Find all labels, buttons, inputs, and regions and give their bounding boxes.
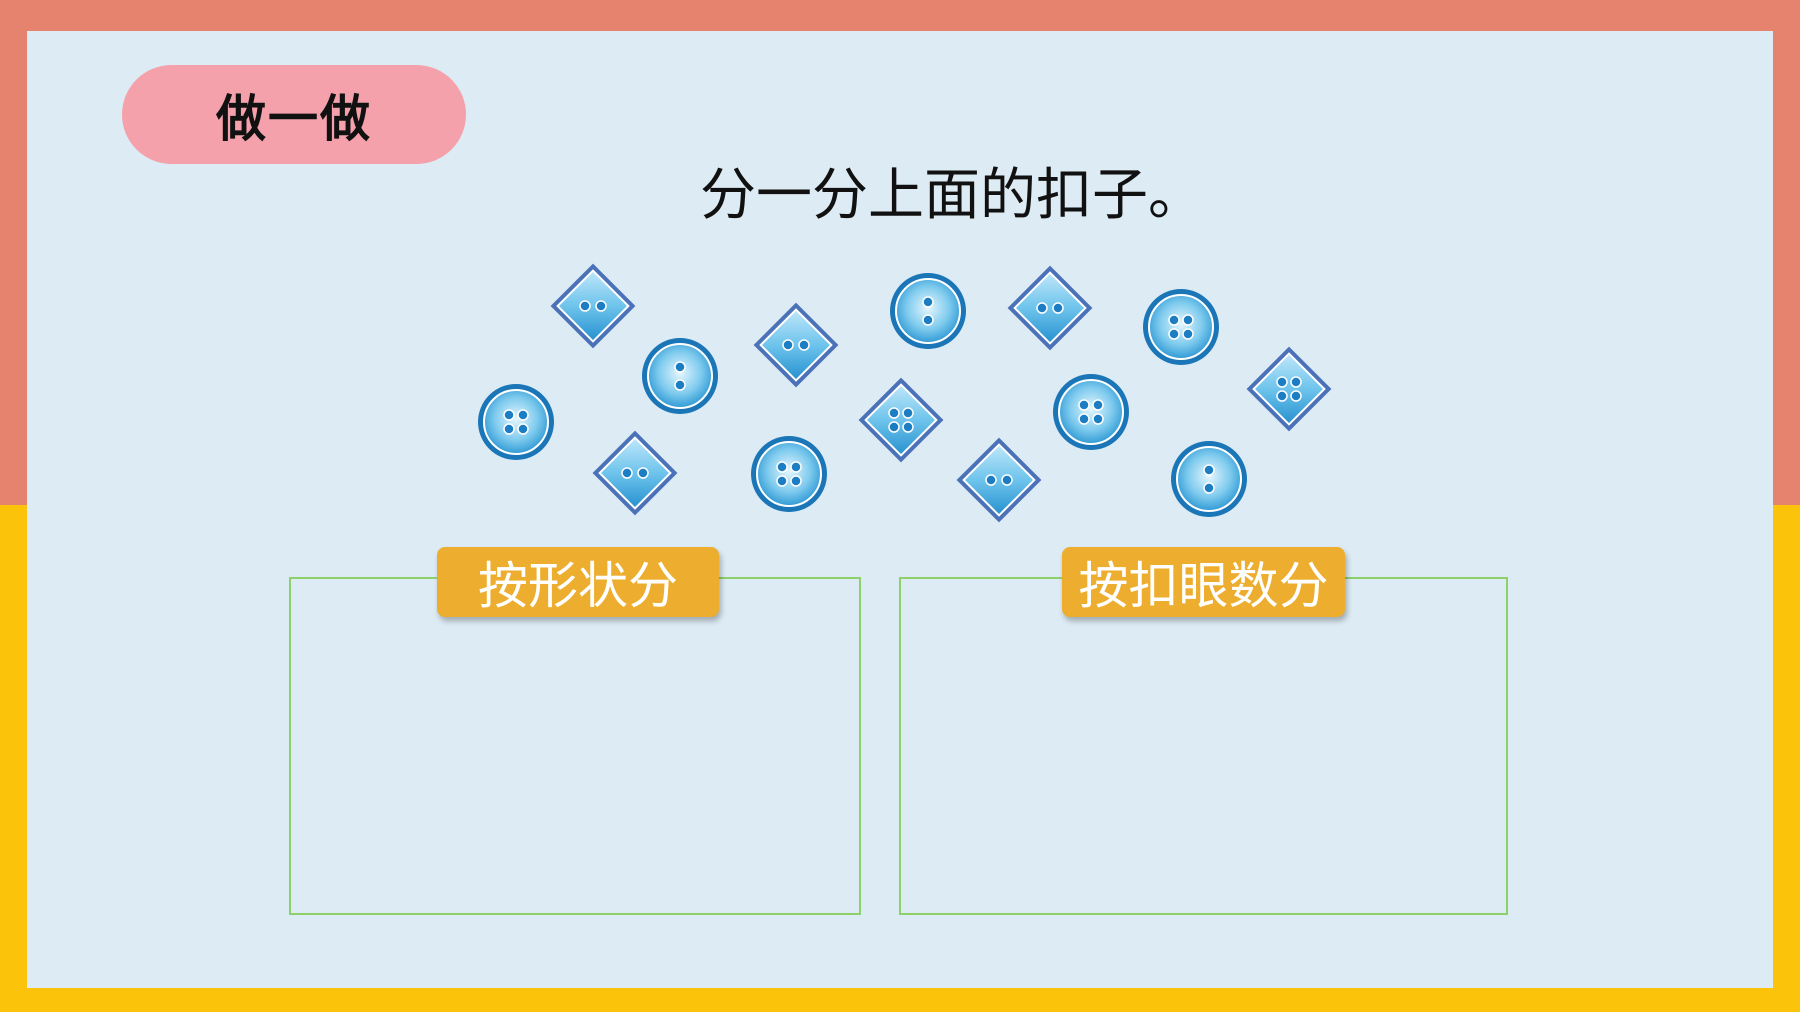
square-button-icon[interactable] (956, 437, 1042, 523)
sort-by-holes-label: 按扣眼数分 (1062, 547, 1345, 617)
activity-label: 做一做 (216, 89, 372, 148)
square-button-icon[interactable] (858, 377, 944, 463)
square-button-icon[interactable] (1246, 346, 1332, 432)
round-button-icon[interactable] (890, 273, 966, 349)
square-button-icon[interactable] (753, 302, 839, 388)
square-button-icon[interactable] (1007, 265, 1093, 351)
square-button-icon[interactable] (550, 263, 636, 349)
round-button-icon[interactable] (478, 384, 554, 460)
round-button-icon[interactable] (642, 338, 718, 414)
round-button-icon[interactable] (1171, 441, 1247, 517)
sort-by-holes-box[interactable] (899, 577, 1508, 915)
instruction-text: 分一分上面的扣子。 (700, 163, 1204, 228)
activity-label-badge: 做一做 (122, 65, 466, 164)
sort-by-holes-text: 按扣眼数分 (1078, 557, 1329, 615)
sort-by-shape-text: 按形状分 (478, 557, 678, 615)
sort-by-shape-box[interactable] (289, 577, 861, 915)
round-button-icon[interactable] (1143, 289, 1219, 365)
round-button-icon[interactable] (751, 436, 827, 512)
round-button-icon[interactable] (1053, 374, 1129, 450)
sort-by-shape-label: 按形状分 (437, 547, 719, 617)
square-button-icon[interactable] (592, 430, 678, 516)
